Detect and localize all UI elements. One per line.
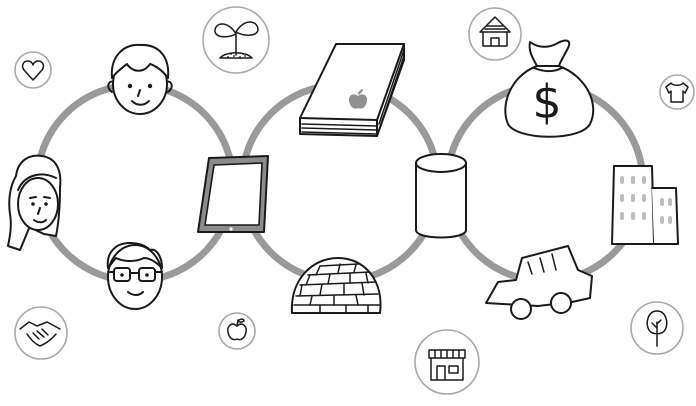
dollar-sign: $ xyxy=(532,75,561,129)
sprout-icon xyxy=(202,6,270,74)
tablet-icon xyxy=(197,155,269,233)
book-icon xyxy=(299,43,405,137)
tree-icon xyxy=(630,301,684,355)
cylinder-icon xyxy=(415,153,467,239)
money-bag-icon: $ xyxy=(504,39,595,138)
house-icon xyxy=(468,7,522,61)
boy-face-icon xyxy=(107,43,173,115)
igloo-icon xyxy=(290,257,382,314)
building-icon xyxy=(611,165,679,245)
glasses-face-icon xyxy=(106,242,163,310)
apple-icon xyxy=(218,312,256,350)
shop-icon xyxy=(414,329,480,395)
heart-icon xyxy=(14,51,52,89)
shirt-icon xyxy=(659,74,695,110)
car-icon xyxy=(485,245,593,320)
handshake-icon xyxy=(14,306,68,360)
girl-face-icon xyxy=(7,154,62,251)
